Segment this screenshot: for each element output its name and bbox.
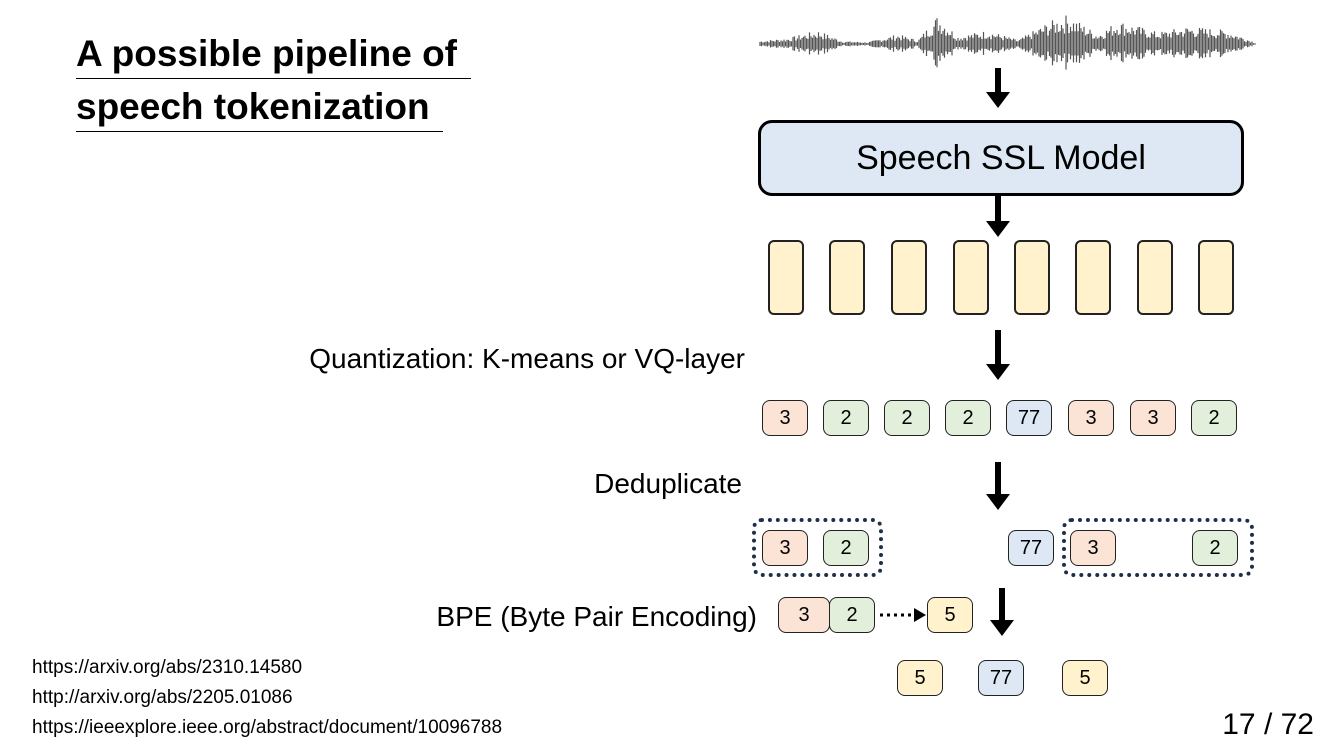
merge-group-right: [1062, 518, 1254, 577]
references: https://arxiv.org/abs/2310.14580 http://…: [32, 653, 502, 743]
reference-link[interactable]: http://arxiv.org/abs/2205.01086: [32, 687, 293, 708]
dedup-token: 2: [823, 530, 869, 566]
feature-frame: [1014, 240, 1050, 315]
dedup-token: 77: [1008, 530, 1054, 566]
dedup-token: 3: [1070, 530, 1116, 566]
feature-frame: [829, 240, 865, 315]
dotted-arrow-icon: [880, 608, 926, 622]
title-underline: [76, 131, 443, 132]
bpe-label: BPE (Byte Pair Encoding): [436, 601, 757, 632]
feature-frame: [1075, 240, 1111, 315]
final-token: 77: [978, 660, 1024, 696]
quantized-token: 2: [884, 400, 930, 436]
dedup-token: 3: [762, 530, 808, 566]
quantized-token: 3: [1130, 400, 1176, 436]
reference-link[interactable]: https://arxiv.org/abs/2310.14580: [32, 657, 303, 678]
speech-ssl-model-box: Speech SSL Model: [758, 120, 1244, 196]
quantized-token: 3: [1068, 400, 1114, 436]
feature-frame: [1137, 240, 1173, 315]
feature-frame: [768, 240, 804, 315]
feature-frame: [953, 240, 989, 315]
title-underline: [76, 78, 471, 79]
quantization-label: Quantization: K-means or VQ-layer: [309, 343, 745, 374]
dedup-token: 2: [1192, 530, 1238, 566]
page-number: 17 / 72: [1222, 708, 1314, 741]
bpe-pair-token: 3: [778, 597, 830, 633]
quantized-token: 3: [762, 400, 808, 436]
slide-title-line2: speech tokenization: [76, 86, 430, 127]
bpe-pair-token: 2: [829, 597, 875, 633]
quantized-token: 2: [945, 400, 991, 436]
final-token: 5: [1062, 660, 1108, 696]
reference-link[interactable]: https://ieeexplore.ieee.org/abstract/doc…: [32, 717, 503, 738]
slide-title-line1: A possible pipeline of: [76, 33, 458, 74]
feature-frame: [1198, 240, 1234, 315]
quantized-token: 77: [1006, 400, 1052, 436]
merge-group-left: [752, 518, 883, 577]
final-token: 5: [897, 660, 943, 696]
quantized-token: 2: [823, 400, 869, 436]
feature-frame: [891, 240, 927, 315]
waveform-icon: [759, 15, 1256, 70]
bpe-merged-token: 5: [927, 597, 973, 633]
deduplicate-label: Deduplicate: [594, 468, 742, 499]
quantized-token: 2: [1191, 400, 1237, 436]
